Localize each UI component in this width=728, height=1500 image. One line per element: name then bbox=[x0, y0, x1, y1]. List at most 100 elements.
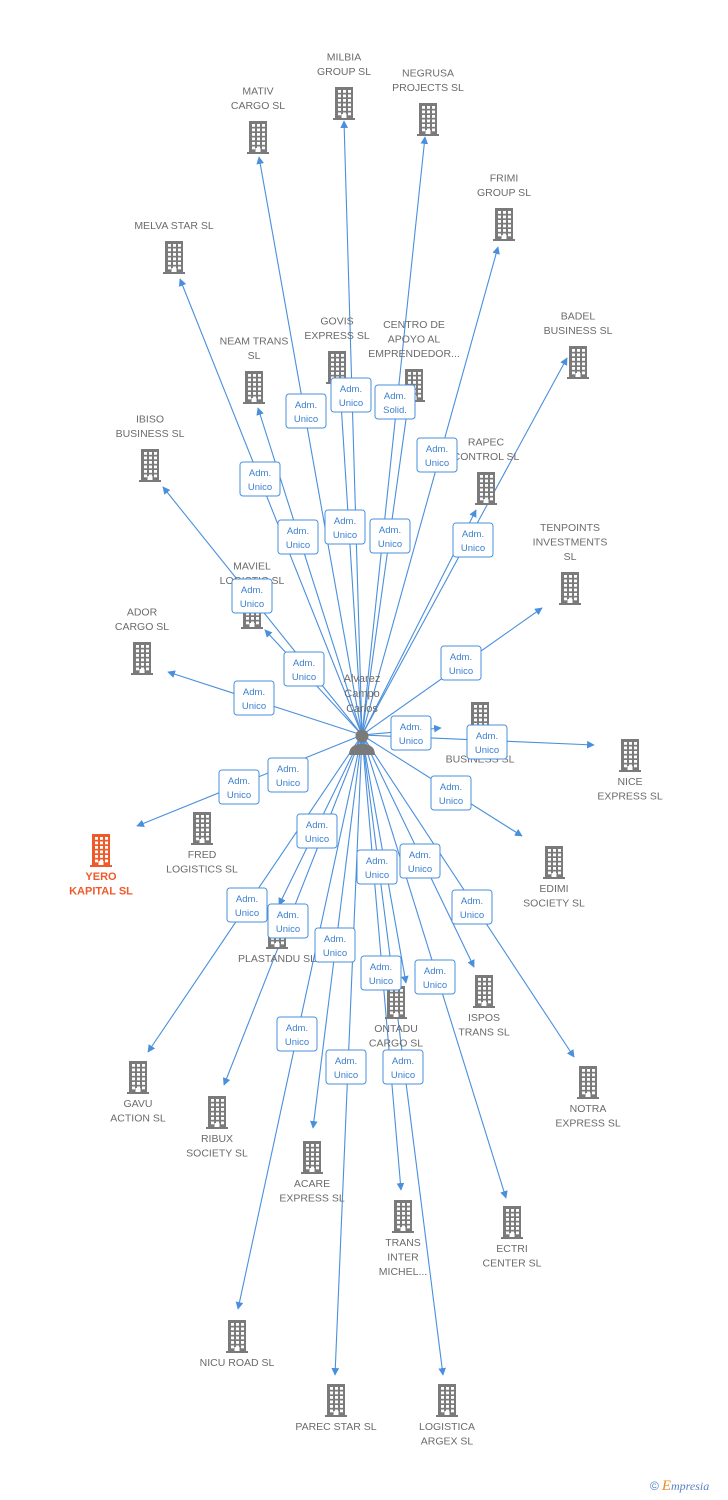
role-badge-ectri[interactable]: Adm.Unico bbox=[414, 959, 456, 995]
badge-text: Adm. bbox=[370, 962, 392, 973]
building-icon bbox=[163, 241, 185, 274]
company-label: PLASTANDU SL bbox=[238, 953, 316, 965]
company-label: YERO bbox=[85, 871, 117, 883]
role-badge-logistica[interactable]: Adm.Unico bbox=[382, 1049, 424, 1085]
role-badge-centro[interactable]: Adm.Solid. bbox=[374, 384, 416, 420]
role-badge-tenpoints[interactable]: Adm.Unico bbox=[440, 645, 482, 681]
role-badge-gavu[interactable]: Adm.Unico bbox=[226, 887, 268, 923]
role-badge-min[interactable]: Adm.Unico bbox=[390, 715, 432, 751]
badge-text: Unico bbox=[334, 1070, 358, 1081]
role-badge-badel[interactable]: Adm.Unico bbox=[452, 522, 494, 558]
role-badge-neam[interactable]: Adm.Unico bbox=[277, 519, 319, 555]
badge-text: Unico bbox=[227, 790, 251, 801]
company-node-trans[interactable]: TRANSINTERMICHEL... bbox=[379, 1200, 427, 1278]
role-badge-notra[interactable]: Adm.Unico bbox=[451, 889, 493, 925]
badge-text: Adm. bbox=[306, 820, 328, 831]
role-badge-plastandu[interactable]: Adm.Unico bbox=[267, 903, 309, 939]
badge-text: Adm. bbox=[440, 782, 462, 793]
role-badge-ibiso[interactable]: Adm. Unico bbox=[231, 578, 273, 614]
badge-text: Unico bbox=[305, 834, 329, 845]
building-icon bbox=[191, 812, 213, 845]
badge-text: Adm. bbox=[228, 776, 250, 787]
badge-text: Unico bbox=[235, 908, 259, 919]
company-label: ONTADU bbox=[374, 1023, 418, 1035]
company-label: NICE bbox=[617, 776, 642, 788]
role-badge-ispos[interactable]: Adm.Unico bbox=[399, 843, 441, 879]
role-badge-edimi[interactable]: Adm.Unico bbox=[430, 775, 472, 811]
role-badge-parec[interactable]: Adm.Unico bbox=[325, 1049, 367, 1085]
badge-text: Adm. bbox=[286, 1023, 308, 1034]
company-node-neam[interactable]: NEAM TRANS SL bbox=[220, 336, 289, 405]
badge-text: Adm. bbox=[461, 896, 483, 907]
role-badge-nicu[interactable]: Adm.Unico bbox=[276, 1016, 318, 1052]
role-badge-acare[interactable]: Adm.Unico bbox=[314, 927, 356, 963]
role-badge-frimi[interactable]: Adm.Unico bbox=[416, 437, 458, 473]
company-node-parec[interactable]: PAREC STAR SL bbox=[295, 1384, 377, 1433]
badge-text: Adm. bbox=[241, 585, 263, 596]
role-badge-nice[interactable]: Adm.Unico bbox=[466, 724, 508, 760]
company-label: ARGEX SL bbox=[421, 1436, 474, 1448]
role-badge-maviel[interactable]: Adm.Unico bbox=[283, 651, 325, 687]
company-label: SL bbox=[248, 350, 261, 362]
role-badge-yero[interactable]: Adm. Unico bbox=[218, 769, 260, 805]
badge-text: Adm. bbox=[287, 526, 309, 537]
badge-text: Unico bbox=[292, 672, 316, 683]
badge-text: Adm. bbox=[334, 516, 356, 527]
company-label: KAPITAL SL bbox=[69, 886, 133, 898]
company-node-nicu[interactable]: NICU ROAD SL bbox=[200, 1320, 275, 1369]
company-label: RAPEC bbox=[468, 437, 505, 449]
brand-name: mpresia bbox=[671, 1479, 710, 1493]
role-badge-ontadu[interactable]: Adm.Unico bbox=[360, 955, 402, 991]
role-badge-trans[interactable]: Adm.Unico bbox=[356, 849, 398, 885]
badge-text: Adm. bbox=[409, 850, 431, 861]
company-node-yero[interactable]: YERO KAPITAL SL bbox=[69, 834, 133, 898]
role-badge-ribux[interactable]: Adm. Unico bbox=[296, 813, 338, 849]
company-label: NEGRUSA bbox=[402, 68, 454, 80]
building-icon bbox=[417, 103, 439, 136]
center-person-name: Alvarez bbox=[344, 673, 381, 685]
role-badge-govis[interactable]: Adm.Unico bbox=[324, 509, 366, 545]
company-label: ECTRI bbox=[496, 1243, 528, 1255]
building-icon bbox=[90, 834, 112, 867]
role-badge-melva[interactable]: Adm.Unico bbox=[239, 461, 281, 497]
badge-text: Unico bbox=[365, 870, 389, 881]
company-label: EXPRESS SL bbox=[304, 330, 370, 342]
role-badge-mativ[interactable]: Adm.Unico bbox=[285, 393, 327, 429]
company-label: NEAM TRANS bbox=[220, 336, 289, 348]
company-label: GOVIS bbox=[320, 316, 353, 328]
company-label: CENTRO DE bbox=[383, 319, 445, 331]
edge-melva bbox=[178, 278, 363, 736]
badge-text: Unico bbox=[240, 599, 264, 610]
badge-text: Unico bbox=[276, 778, 300, 789]
building-icon bbox=[436, 1384, 458, 1417]
role-badge-fred[interactable]: Adm.Unico bbox=[267, 757, 309, 793]
role-badge-negrusa[interactable]: Adm.Unico bbox=[330, 377, 372, 413]
company-node-govis[interactable]: GOVIS EXPRESS SL bbox=[304, 316, 370, 385]
badge-text: Unico bbox=[276, 924, 300, 935]
role-badge-rapec[interactable]: Adm.Unico bbox=[369, 518, 411, 554]
company-node-melva[interactable]: MELVA STAR SL bbox=[134, 220, 214, 274]
role-badge-ador[interactable]: Adm.Unico bbox=[233, 680, 275, 716]
footer-brand: ©Empresia bbox=[650, 1478, 709, 1495]
